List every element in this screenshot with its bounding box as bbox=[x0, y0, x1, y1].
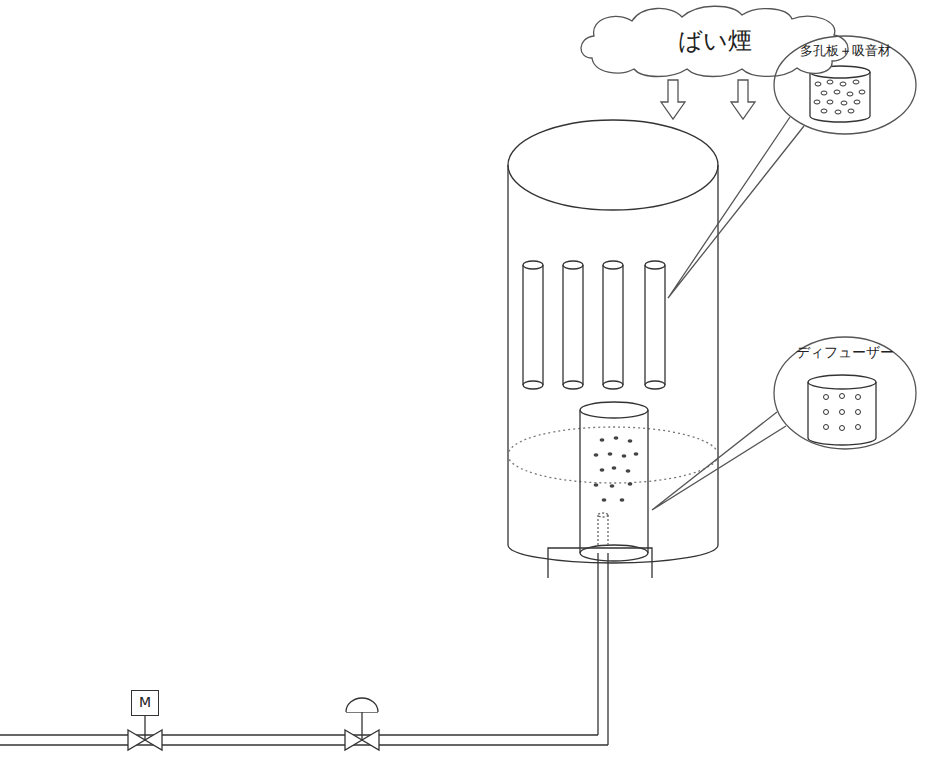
motor-box: M bbox=[131, 690, 159, 716]
motor-valve-symbol bbox=[128, 716, 162, 750]
node-label: ディフューザー bbox=[773, 344, 917, 362]
node-label: 多孔板＋吸音材 bbox=[773, 43, 917, 59]
callout-bubble: ディフューザー bbox=[773, 336, 917, 450]
node-label: M bbox=[132, 694, 158, 712]
diffuser-detail bbox=[808, 375, 876, 445]
silencer-tubes bbox=[523, 261, 665, 389]
support-bracket bbox=[548, 548, 652, 578]
vessel bbox=[508, 120, 718, 563]
callout-bubble: 多孔板＋吸音材 bbox=[773, 35, 917, 135]
perforated-tube-detail bbox=[810, 66, 870, 122]
bubble-shape bbox=[774, 36, 916, 134]
bubble-shape bbox=[774, 337, 916, 449]
callout-tails bbox=[652, 117, 804, 510]
inflow-arrows bbox=[661, 80, 755, 119]
control-valve-symbol bbox=[345, 698, 379, 750]
inlet-pipe bbox=[0, 553, 608, 745]
diffuser bbox=[580, 402, 648, 561]
